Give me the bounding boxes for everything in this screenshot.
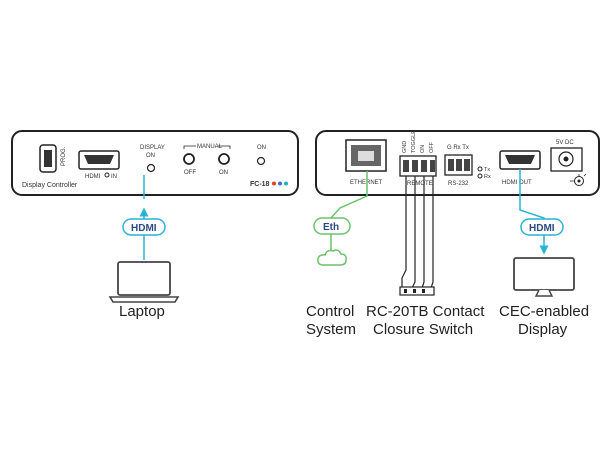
pin-on: ON xyxy=(420,145,426,153)
power-on-led xyxy=(256,156,266,166)
model-dot-blue xyxy=(278,181,282,186)
model-label: FC-18 xyxy=(250,181,270,188)
display-hdmi-cable: HDMI xyxy=(519,169,564,255)
on-button[interactable] xyxy=(218,153,230,165)
pin-off: OFF xyxy=(429,141,435,153)
control-caption-1: Control xyxy=(306,303,354,320)
eth-pill xyxy=(313,217,351,235)
rx-label: Rx xyxy=(484,174,491,180)
monitor-icon xyxy=(513,257,575,297)
manual-label: MANUAL xyxy=(197,144,223,150)
power-on-label: ON xyxy=(257,145,266,151)
remote-wires xyxy=(399,176,435,296)
remote-label: REMOTE xyxy=(407,181,433,187)
hdmi-out-port-inner xyxy=(505,155,535,164)
hdmi-out-label: HDMI OUT xyxy=(502,180,532,186)
ethernet-cable: Eth xyxy=(313,171,368,266)
hdmi-in-led xyxy=(104,172,110,178)
display-hdmi-pill xyxy=(520,218,564,236)
rs232-label: RS-232 xyxy=(448,181,469,187)
eth-pill-label: Eth xyxy=(323,222,339,233)
on-label: ON xyxy=(219,170,228,176)
hdmi-in-port-inner xyxy=(84,155,114,164)
hdmi-in-label: HDMI xyxy=(85,174,101,180)
usb-port-inner xyxy=(44,150,52,167)
tx-label: Tx xyxy=(484,167,490,173)
cloud-icon xyxy=(317,249,347,266)
pin-toggle: TOGGLE xyxy=(411,130,417,153)
switch-connector xyxy=(399,286,435,296)
rs232-pins-label: G Rx Tx xyxy=(447,145,469,151)
rx-led xyxy=(477,173,483,179)
display-caption-2: Display xyxy=(518,321,568,338)
manual-bracket-right xyxy=(218,145,231,149)
display-on-label-2: ON xyxy=(146,153,155,159)
laptop-caption: Laptop xyxy=(119,303,165,320)
laptop-hdmi-pill-label: HDMI xyxy=(131,223,157,234)
hdmi-in-in-label: IN xyxy=(111,174,117,180)
receiver-device: ETHERNET GND TOGGLE ON OFF REMOTE G Rx T… xyxy=(315,130,600,196)
prog-label: PROG. xyxy=(61,146,67,166)
display-on-led xyxy=(146,163,156,173)
switch-caption-1: RC-20TB Contact xyxy=(366,303,485,320)
display-hdmi-pill-label: HDMI xyxy=(529,223,555,234)
control-caption-2: System xyxy=(306,321,356,338)
laptop-icon xyxy=(108,261,180,303)
switch-caption-2: Closure Switch xyxy=(373,321,473,338)
laptop-hdmi-pill xyxy=(122,218,166,236)
laptop-hdmi-cable: HDMI xyxy=(122,175,166,260)
device-name: Display Controller xyxy=(22,182,78,189)
fc18-chassis xyxy=(11,130,299,196)
model-dot-red xyxy=(272,181,276,186)
model-dot-cyan xyxy=(284,181,288,186)
fc18-device: PROG. HDMI IN DISPLAY ON MANUAL OFF ON O… xyxy=(11,130,299,196)
pin-gnd: GND xyxy=(402,141,408,153)
dc-label: 5V DC xyxy=(556,140,574,146)
display-caption-1: CEC-enabled xyxy=(499,303,589,320)
manual-bracket-left xyxy=(183,145,196,149)
tx-led xyxy=(477,166,483,172)
off-label: OFF xyxy=(184,170,196,176)
display-on-label-1: DISPLAY xyxy=(140,145,165,151)
off-button[interactable] xyxy=(183,153,195,165)
